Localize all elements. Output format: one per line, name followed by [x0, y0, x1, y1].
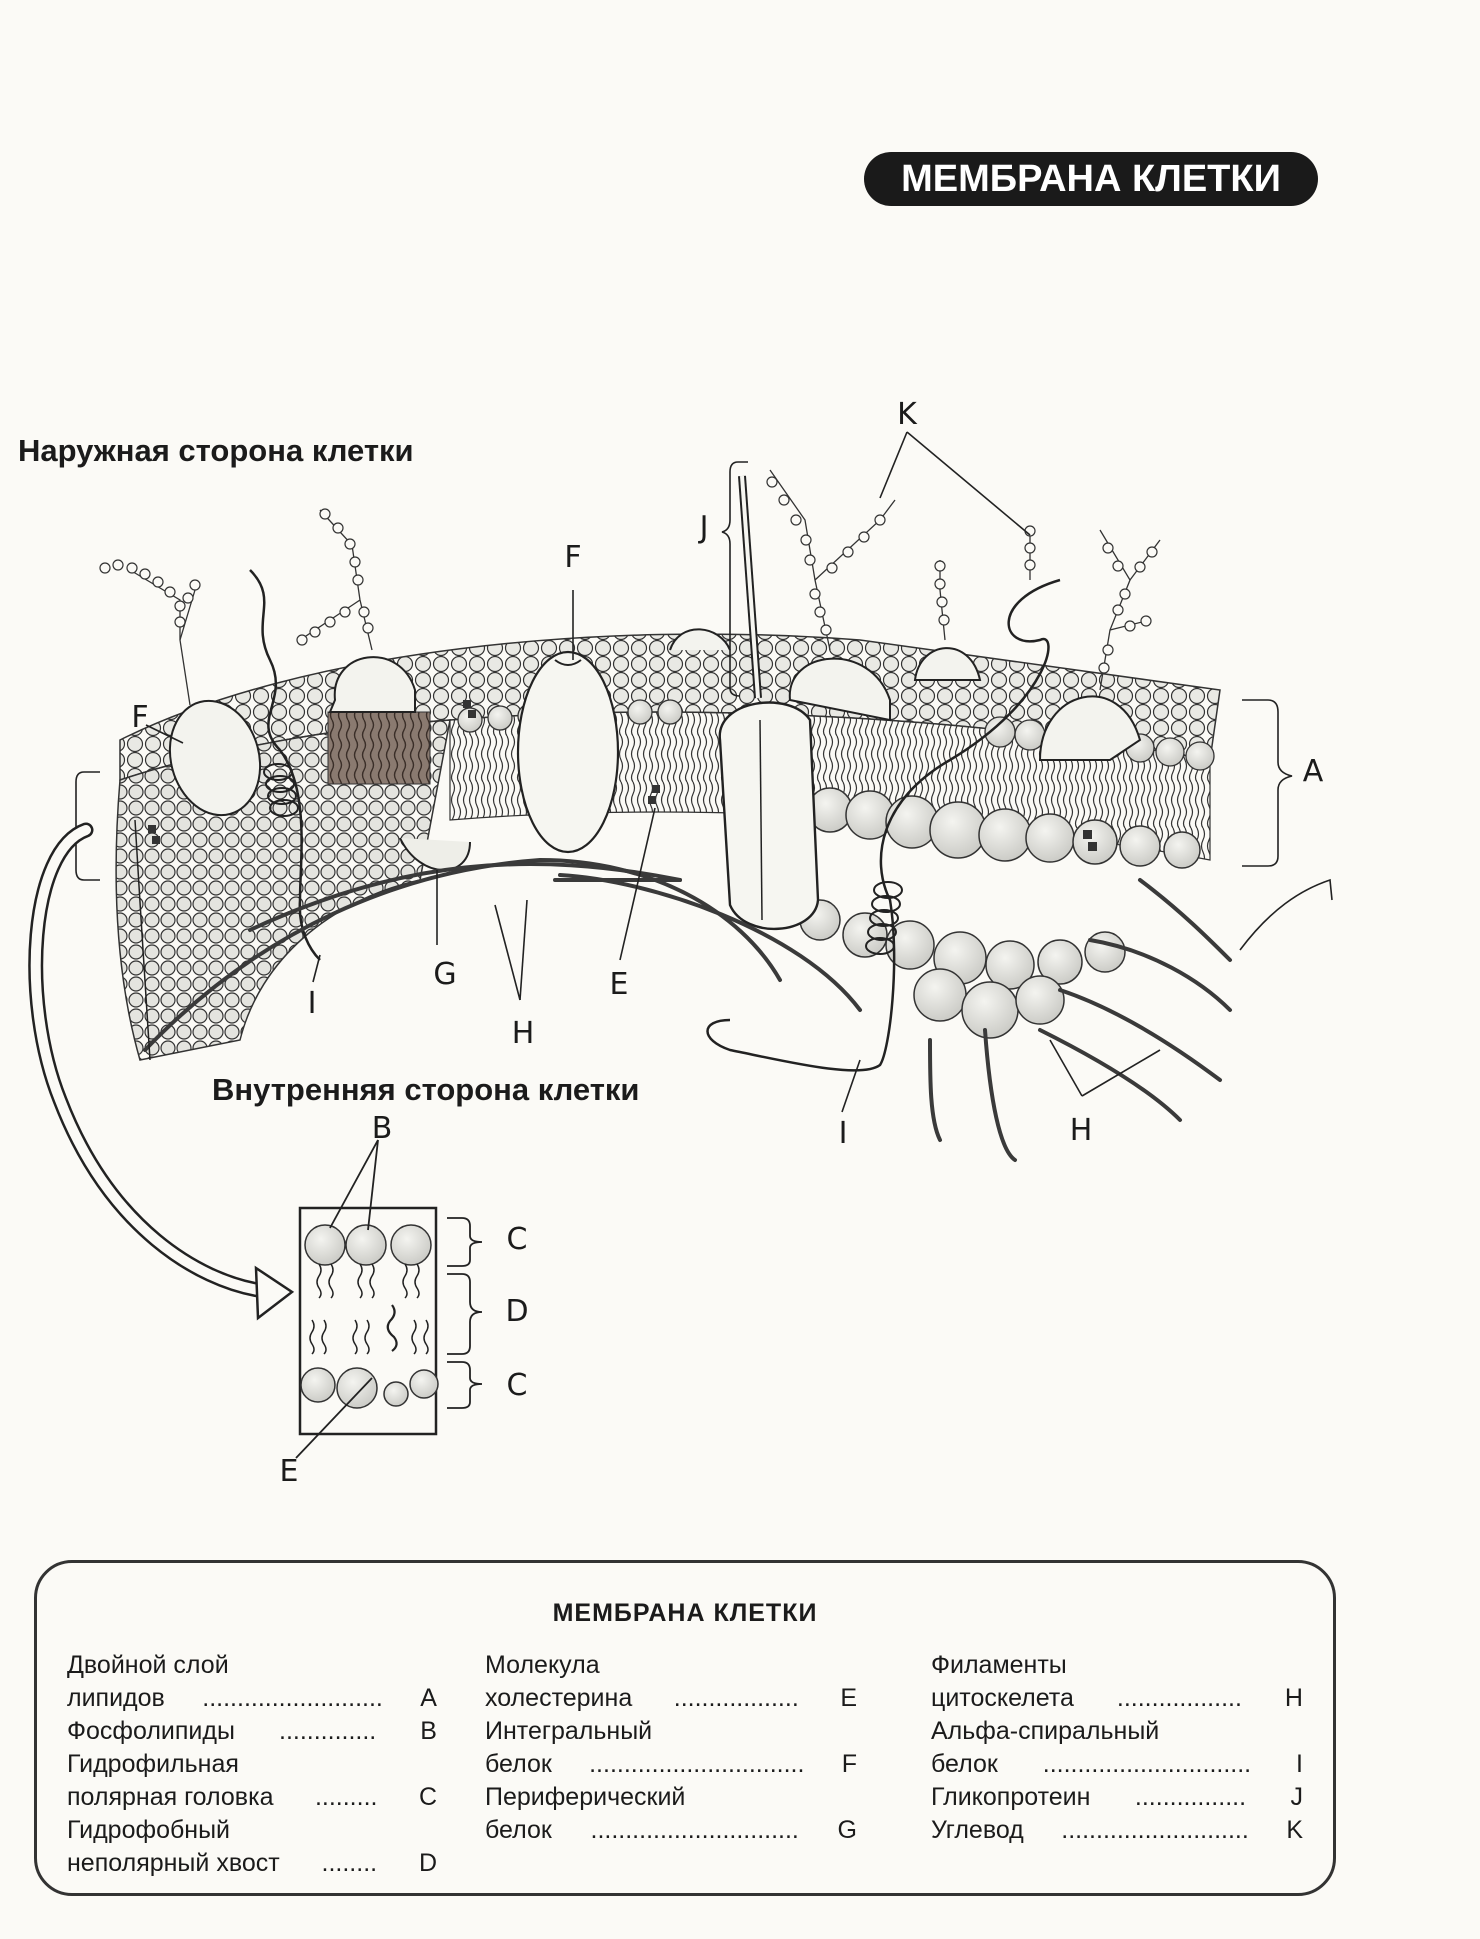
label-leaders: [75, 431, 1333, 1113]
label-d: D: [505, 1294, 529, 1329]
outside-cell-label: Наружная сторона клетки: [18, 433, 414, 468]
label-a: A: [1302, 754, 1324, 789]
glycoprotein-base-2: [1038, 695, 1142, 761]
legend-item-c: Гидрофильная полярная головка.........C: [67, 1750, 437, 1811]
legend-item-e: Молекула холестерина..................E: [485, 1651, 857, 1712]
label-f-center: F: [564, 540, 582, 575]
legend-item-b: Фосфолипиды..............B: [67, 1717, 437, 1745]
legend-item-f: Интегральный белок......................…: [485, 1717, 857, 1778]
helix-coils-left: [263, 763, 299, 817]
page-title: МЕМБРАНА КЛЕТКИ: [864, 152, 1318, 206]
label-j: J: [699, 510, 709, 545]
legend-item-g: Периферический белок....................…: [485, 1783, 857, 1844]
inside-cell-label: Внутренняя сторона клетки: [212, 1072, 640, 1107]
label-h-left: H: [511, 1016, 535, 1051]
legend-item-h: Филаменты цитоскелета..................H: [931, 1651, 1303, 1712]
glycoprotein-base-1: [788, 657, 891, 722]
inset-brackets: [295, 1139, 483, 1459]
lower-leaflet-heads: [799, 787, 1201, 1039]
globular-protein-top: [328, 656, 416, 713]
label-i-left: I: [307, 986, 317, 1021]
alpha-helix-right: [706, 578, 1061, 1072]
legend-column-1: Двойной слой липидов....................…: [67, 1649, 437, 1880]
label-h-right: H: [1069, 1113, 1093, 1148]
label-e-inset: E: [279, 1454, 299, 1489]
legend-item-i: Альфа-спиральный белок..................…: [931, 1717, 1303, 1778]
cholesterol-molecules: [148, 700, 1097, 851]
label-e-main: E: [609, 967, 629, 1002]
inset-heads-top: [304, 1224, 432, 1266]
cytoskeleton-filaments: [143, 857, 1232, 1162]
legend-item-d: Гидрофобный неполярный хвост........D: [67, 1816, 437, 1877]
legend-item-k: Углевод...........................K: [931, 1816, 1303, 1844]
integral-protein-center: [516, 650, 620, 854]
inset-tails-top: [316, 1263, 420, 1299]
zoom-arrow-head: [254, 1265, 295, 1321]
legend-box: МЕМБРАНА КЛЕТКИ Двойной слой липидов....…: [34, 1560, 1336, 1896]
hydrophobic-region: [327, 711, 431, 785]
legend-title: МЕМБРАНА КЛЕТКИ: [552, 1599, 818, 1627]
legend-column-3: Филаменты цитоскелета..................H…: [931, 1649, 1303, 1847]
channel-protein: [718, 701, 820, 930]
legend-item-a: Двойной слой липидов....................…: [67, 1651, 437, 1712]
label-g: G: [433, 957, 457, 992]
helix-coils-right: [865, 881, 903, 955]
legend-column-2: Молекула холестерина..................E …: [485, 1649, 857, 1847]
inset-heads-bottom: [300, 1367, 439, 1409]
integral-protein-left: [168, 699, 262, 817]
label-i-right: I: [838, 1116, 848, 1151]
label-k: K: [897, 397, 917, 432]
label-c-bottom: C: [506, 1368, 528, 1403]
membrane-diagram: [28, 431, 1333, 1459]
legend-item-j: Гликопротеин................J: [931, 1783, 1303, 1811]
label-c-top: C: [506, 1222, 528, 1257]
inset-cholesterol: [386, 1304, 398, 1352]
inset-tails-bottom: [309, 1319, 429, 1355]
sugar-units: [99, 476, 1158, 674]
label-f-left: F: [131, 700, 149, 735]
glycoprotein-base-3: [913, 647, 982, 681]
label-b: B: [371, 1111, 393, 1146]
